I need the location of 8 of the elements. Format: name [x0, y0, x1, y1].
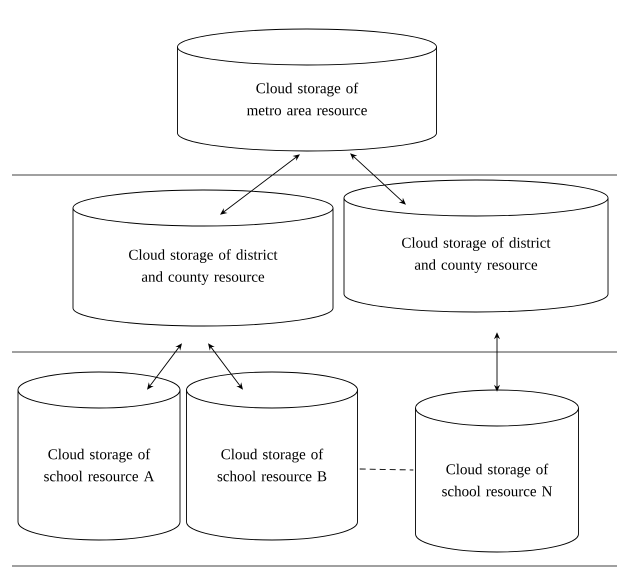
- connector-line: [359, 468, 414, 470]
- arrow: [220, 154, 300, 215]
- cylinder: Cloud storage of school resource N: [415, 390, 579, 552]
- cylinder: Cloud storage of school resource A: [18, 372, 180, 540]
- cylinder: Cloud storage of metro area resource: [177, 28, 437, 152]
- cylinder: Cloud storage of district and county resource: [72, 190, 334, 326]
- cylinder: Cloud storage of school resource B: [186, 372, 358, 540]
- cylinder: Cloud storage of district and county resource: [344, 180, 608, 312]
